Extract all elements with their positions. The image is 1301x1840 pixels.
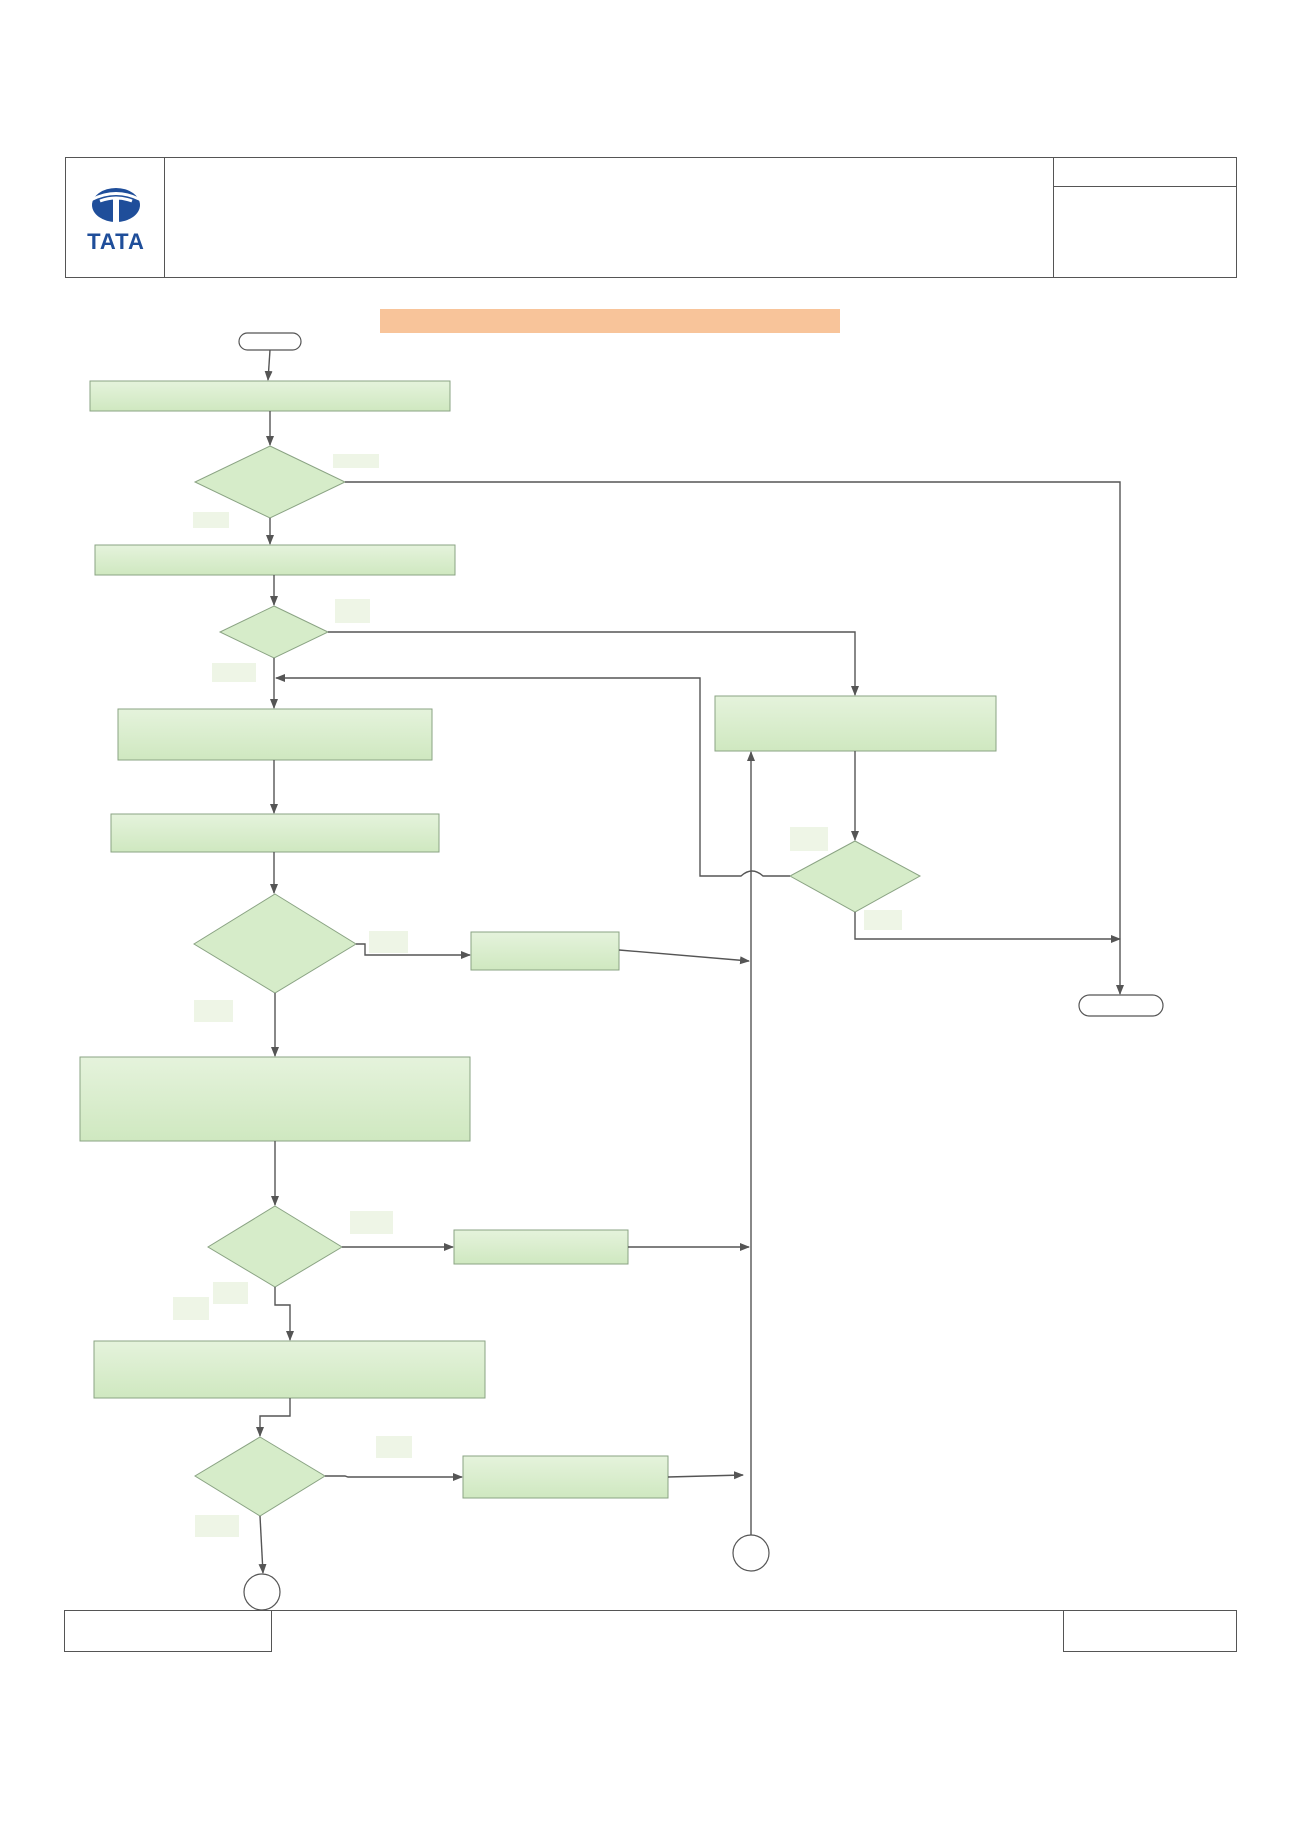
decision-2: [218, 605, 330, 659]
edge-d2-right-to-pright: [328, 631, 859, 696]
decision-right: [788, 840, 922, 913]
connector-circle-bottom: [243, 1573, 281, 1611]
header-docinfo-cell: [1053, 157, 1237, 278]
flowchart-title-bar: [380, 309, 840, 333]
header-title-cell: [164, 157, 1054, 278]
edge-d5-to-side3: [325, 1473, 463, 1481]
process-box-4: [110, 813, 440, 853]
footer-right-cell: [1063, 1610, 1237, 1652]
decision-4: [207, 1205, 343, 1288]
logo-wordmark: TATA: [87, 229, 145, 254]
decision-1: [193, 445, 347, 519]
label-tag-1: [333, 454, 379, 468]
process-box-side-1: [470, 931, 620, 971]
label-tag-7: [369, 931, 408, 953]
tata-logo: TATA: [78, 185, 154, 255]
label-tag-12: [376, 1436, 412, 1458]
edge-d3-to-side1: [356, 943, 471, 959]
edge-d5-to-connector: [258, 1515, 267, 1574]
edge-start-to-p1: [264, 349, 273, 381]
edge-side3-to-bus: [667, 1471, 744, 1480]
label-tag-5: [790, 827, 828, 851]
edge-side1-to-bus: [618, 949, 750, 965]
decision-3: [193, 893, 357, 994]
process-box-2: [94, 544, 456, 576]
edge-loop-back: [275, 674, 790, 877]
label-tag-13: [195, 1515, 239, 1537]
label-tag-11: [173, 1297, 209, 1320]
decision-5: [194, 1436, 326, 1517]
start-terminator: [238, 332, 302, 351]
label-tag-4: [212, 663, 256, 682]
edge-dright-down-to-end: [854, 912, 1121, 943]
process-box-5: [79, 1056, 471, 1142]
label-tag-8: [194, 1000, 233, 1022]
process-box-3: [117, 708, 433, 761]
end-terminator: [1078, 994, 1164, 1017]
label-tag-3: [335, 599, 370, 623]
connector-circle-right: [732, 1534, 770, 1572]
label-tag-9: [350, 1211, 393, 1234]
process-box-6: [93, 1340, 486, 1399]
label-tag-10: [213, 1282, 248, 1304]
tata-logo-icon: [92, 188, 140, 223]
header-docinfo-divider: [1053, 186, 1237, 187]
edge-d1-right-to-end: [345, 481, 1124, 995]
label-tag-6: [864, 910, 902, 930]
label-tag-2: [193, 512, 229, 528]
process-box-1: [89, 380, 451, 412]
process-box-side-3: [462, 1455, 669, 1499]
edge-p6-to-d5: [256, 1398, 291, 1437]
process-box-side-2: [453, 1229, 629, 1265]
footer-left-cell: [64, 1610, 272, 1652]
edge-d4-to-p6: [274, 1287, 294, 1341]
process-box-right: [714, 695, 997, 752]
